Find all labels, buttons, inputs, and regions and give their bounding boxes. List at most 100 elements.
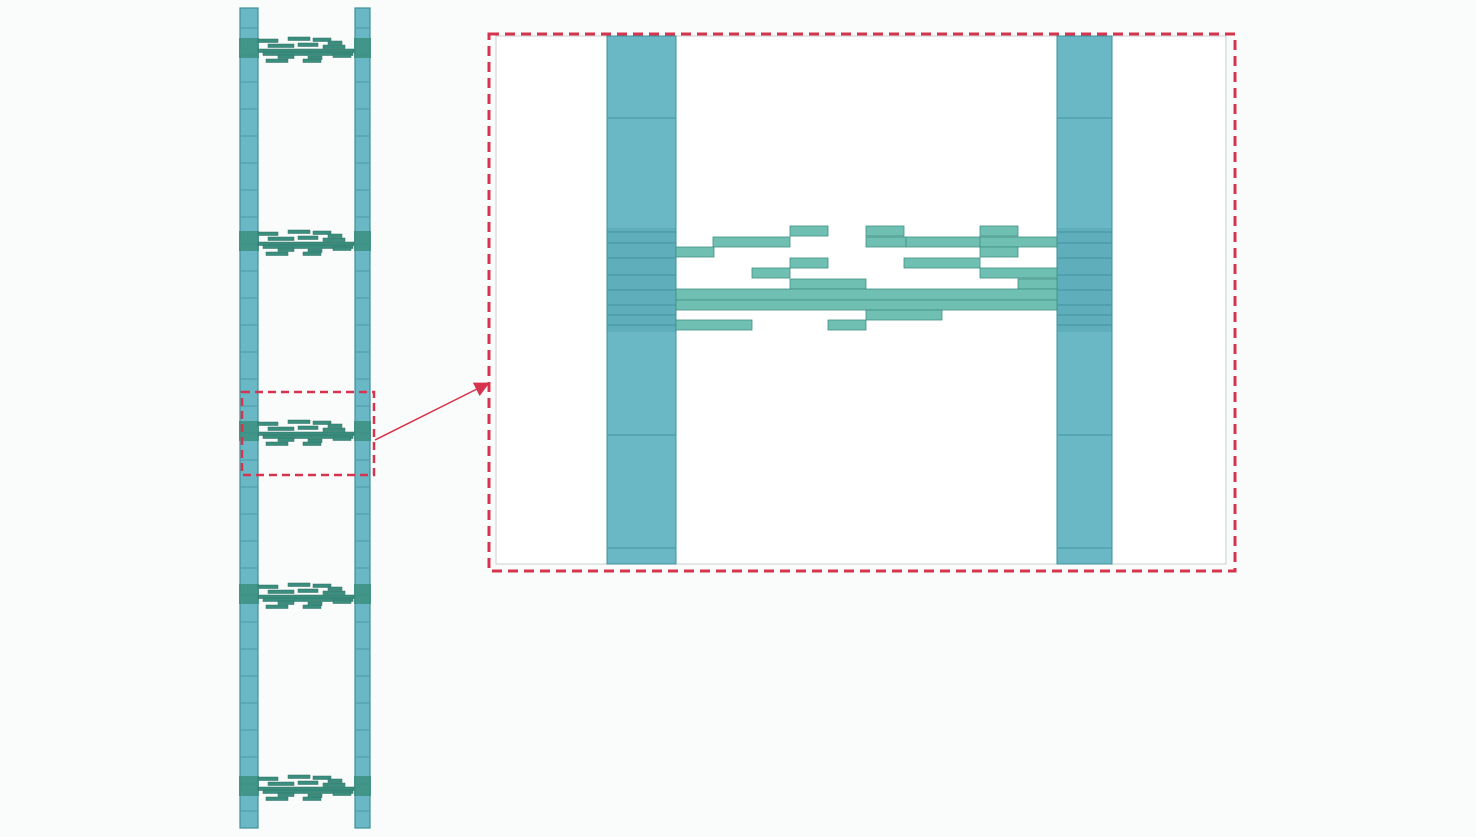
cross-connection-level	[239, 774, 371, 801]
beam	[312, 230, 332, 235]
beam	[322, 782, 346, 787]
beam	[302, 58, 322, 63]
beam	[287, 419, 311, 424]
beam	[267, 781, 295, 786]
beam	[332, 436, 352, 441]
beam	[257, 421, 279, 426]
column-band	[354, 231, 371, 251]
beam	[1017, 278, 1058, 290]
beam	[302, 441, 322, 446]
beam	[312, 420, 332, 425]
zoom-callout	[240, 32, 1237, 573]
arrow-icon	[374, 382, 490, 441]
detail-panel	[495, 35, 1227, 565]
beam	[302, 251, 322, 256]
beam	[332, 246, 352, 251]
column-band	[239, 584, 259, 604]
beam	[312, 775, 332, 780]
beam	[297, 425, 319, 430]
beam	[751, 267, 791, 279]
beam	[297, 42, 319, 47]
column-band	[354, 38, 371, 58]
beam	[865, 236, 907, 248]
beam	[277, 54, 295, 59]
beam	[332, 791, 352, 796]
beam	[287, 582, 311, 587]
beam	[332, 53, 352, 58]
beam	[277, 792, 295, 797]
beam	[302, 796, 322, 801]
beam	[312, 583, 332, 588]
beam	[675, 246, 715, 258]
column-band	[1057, 228, 1112, 332]
beam	[979, 246, 1019, 258]
beam	[265, 604, 289, 609]
beam	[712, 236, 791, 248]
beam	[979, 236, 1058, 248]
beam	[265, 58, 289, 63]
beam	[257, 584, 279, 589]
beam	[262, 434, 354, 439]
beam	[789, 257, 829, 269]
beam	[265, 441, 289, 446]
column-band	[239, 421, 259, 441]
left-column	[239, 7, 259, 829]
beam	[257, 38, 279, 43]
beam	[905, 236, 981, 248]
beam	[267, 589, 295, 594]
beam	[903, 257, 981, 269]
beam	[789, 278, 867, 290]
highlight-box	[240, 390, 376, 477]
beam	[257, 231, 279, 236]
beam	[675, 319, 753, 331]
beam	[322, 44, 346, 49]
beam	[322, 590, 346, 595]
beam	[297, 588, 319, 593]
column-band	[354, 584, 371, 604]
beam	[865, 309, 943, 321]
beam	[287, 36, 311, 41]
detail-left-column	[606, 35, 677, 565]
beam	[262, 244, 354, 249]
column-band	[354, 421, 371, 441]
overview-panel	[239, 7, 371, 829]
cross-connection-level	[239, 36, 371, 63]
beam	[277, 600, 295, 605]
beam	[865, 225, 905, 237]
column-band	[239, 776, 259, 796]
beam	[267, 43, 295, 48]
beam	[265, 251, 289, 256]
beam	[302, 604, 322, 609]
beam	[277, 437, 295, 442]
beam	[332, 599, 352, 604]
right-column	[354, 7, 371, 829]
beam	[327, 778, 343, 783]
cross-connection-level	[239, 229, 371, 256]
beam	[297, 780, 319, 785]
beam	[267, 426, 295, 431]
beam	[257, 776, 279, 781]
beam	[327, 233, 343, 238]
beam	[297, 235, 319, 240]
cross-connection-level	[239, 419, 371, 446]
beam	[789, 225, 829, 237]
beam	[267, 236, 295, 241]
column-band	[239, 38, 259, 58]
column-band	[239, 231, 259, 251]
column-band	[607, 228, 676, 332]
beam	[979, 225, 1019, 237]
beam	[287, 229, 311, 234]
beam	[827, 319, 867, 331]
beam	[287, 774, 311, 779]
beam	[979, 267, 1058, 279]
beam	[262, 597, 354, 602]
beam	[327, 40, 343, 45]
beam	[675, 288, 1058, 301]
beam	[312, 37, 332, 42]
beam	[265, 796, 289, 801]
cross-connection-level	[239, 582, 371, 609]
beam	[262, 51, 354, 56]
beam	[322, 427, 346, 432]
detail-right-column	[1056, 35, 1113, 565]
